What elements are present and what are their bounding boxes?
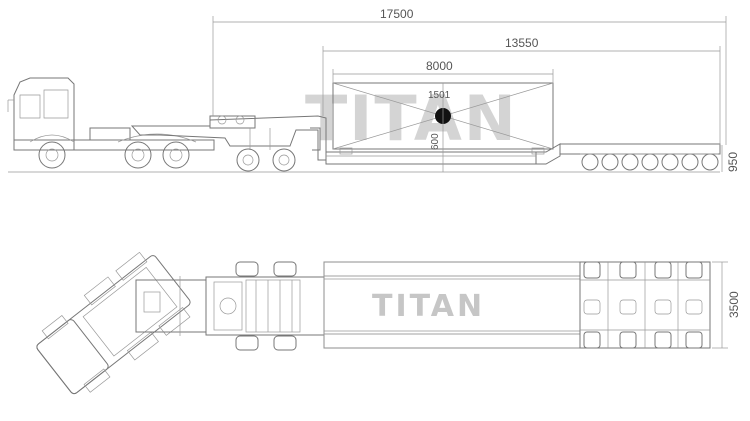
dim-deck-length: 13550 — [505, 36, 539, 50]
rear-axles-top — [579, 261, 711, 349]
dim-neck-offset: 1501 — [428, 90, 451, 101]
top-view: TITAN 3500 — [36, 251, 741, 395]
side-view: TITAN — [7, 7, 740, 173]
side-watermark: TITAN — [305, 82, 518, 155]
cargo-box — [332, 82, 554, 172]
dim-overall-length: 17500 — [380, 7, 414, 21]
side-dimensions: 17500 13550 8000 1501 600 950 — [212, 7, 740, 172]
dim-deck-height: 950 — [726, 152, 740, 172]
gooseneck-top — [135, 261, 325, 351]
top-watermark: TITAN — [372, 289, 485, 324]
rear-bogies — [580, 153, 719, 171]
deck-top: TITAN — [323, 261, 581, 349]
dim-cargo-length: 8000 — [426, 59, 453, 73]
dim-cargo-height: 600 — [430, 133, 441, 150]
dim-width: 3500 — [727, 291, 741, 318]
gooseneck — [130, 115, 327, 172]
tractor-side — [7, 77, 215, 169]
tractor-top — [36, 251, 191, 395]
width-dimension: 3500 — [712, 261, 741, 349]
